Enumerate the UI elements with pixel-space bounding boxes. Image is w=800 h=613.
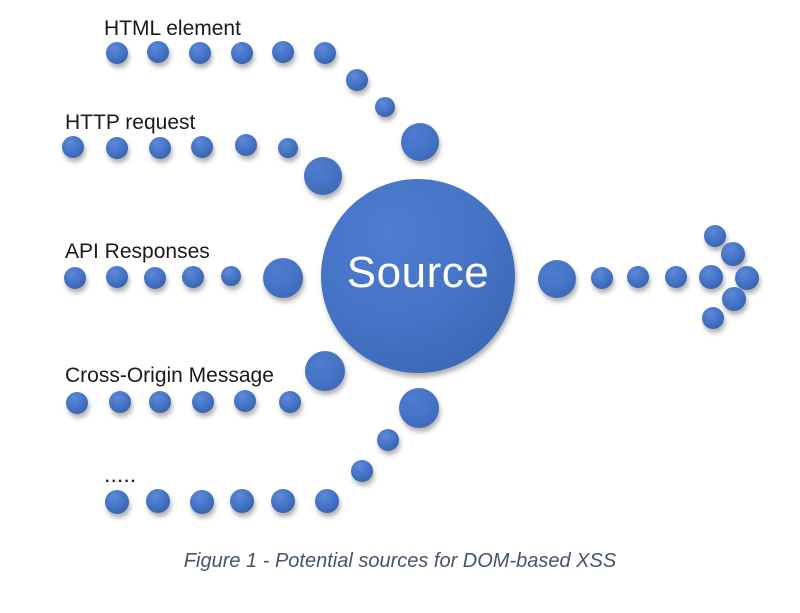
output-arrowhead-dot [704, 225, 726, 247]
output-stream-dot [665, 266, 687, 288]
output-stream-dot [591, 267, 613, 289]
html-element-dot [346, 69, 368, 91]
api-responses-dot [263, 258, 303, 298]
output-arrowhead-dot [735, 266, 759, 290]
cross-origin-message-dot [279, 391, 301, 413]
ellipsis-row-dot [230, 489, 254, 513]
label-http-request: HTTP request [65, 111, 196, 134]
source-circle-label: Source [346, 248, 490, 297]
dots-layer [62, 41, 759, 514]
html-element-dot [314, 42, 336, 64]
html-element-dot [189, 42, 211, 64]
ellipsis-row-dot [377, 429, 399, 451]
api-responses-dot [144, 267, 166, 289]
http-request-dot [62, 136, 84, 158]
http-request-dot [191, 136, 213, 158]
ellipsis-row-dot [190, 490, 214, 514]
api-responses-dot [221, 266, 241, 286]
output-arrowhead-dot [722, 287, 746, 311]
http-request-dot [149, 137, 171, 159]
html-element-dot [106, 42, 128, 64]
output-arrowhead-dot [702, 307, 724, 329]
http-request-dot [235, 134, 257, 156]
output-arrowhead-dot [699, 265, 723, 289]
api-responses-dot [64, 267, 86, 289]
output-stream-dot [627, 266, 649, 288]
cross-origin-message-dot [305, 351, 345, 391]
cross-origin-message-dot [234, 390, 256, 412]
label-api-responses: API Responses [65, 240, 210, 263]
api-responses-dot [106, 266, 128, 288]
ellipsis-row-dot [351, 460, 373, 482]
label-cross-origin-message: Cross-Origin Message [65, 364, 274, 387]
output-stream-dot [538, 260, 576, 298]
output-arrowhead-dot [721, 242, 745, 266]
figure-caption: Figure 1 - Potential sources for DOM-bas… [183, 550, 617, 572]
cross-origin-message-dot [192, 391, 214, 413]
http-request-dot [278, 138, 298, 158]
html-element-dot [231, 42, 253, 64]
html-element-dot [401, 123, 439, 161]
label-html-element: HTML element [104, 17, 241, 40]
cross-origin-message-dot [149, 391, 171, 413]
cross-origin-message-dot [66, 392, 88, 414]
http-request-dot [304, 157, 342, 195]
ellipsis-row-dot [105, 490, 129, 514]
ellipsis-row-dot [271, 489, 295, 513]
html-element-dot [272, 41, 294, 63]
label-ellipsis: ..... [105, 469, 138, 486]
http-request-dot [106, 137, 128, 159]
html-element-dot [375, 97, 395, 117]
cross-origin-message-dot [109, 391, 131, 413]
source-circle [321, 179, 515, 373]
api-responses-dot [182, 266, 204, 288]
html-element-dot [147, 41, 169, 63]
ellipsis-row-dot [315, 489, 339, 513]
ellipsis-row-dot [399, 388, 439, 428]
ellipsis-row-dot [146, 489, 170, 513]
